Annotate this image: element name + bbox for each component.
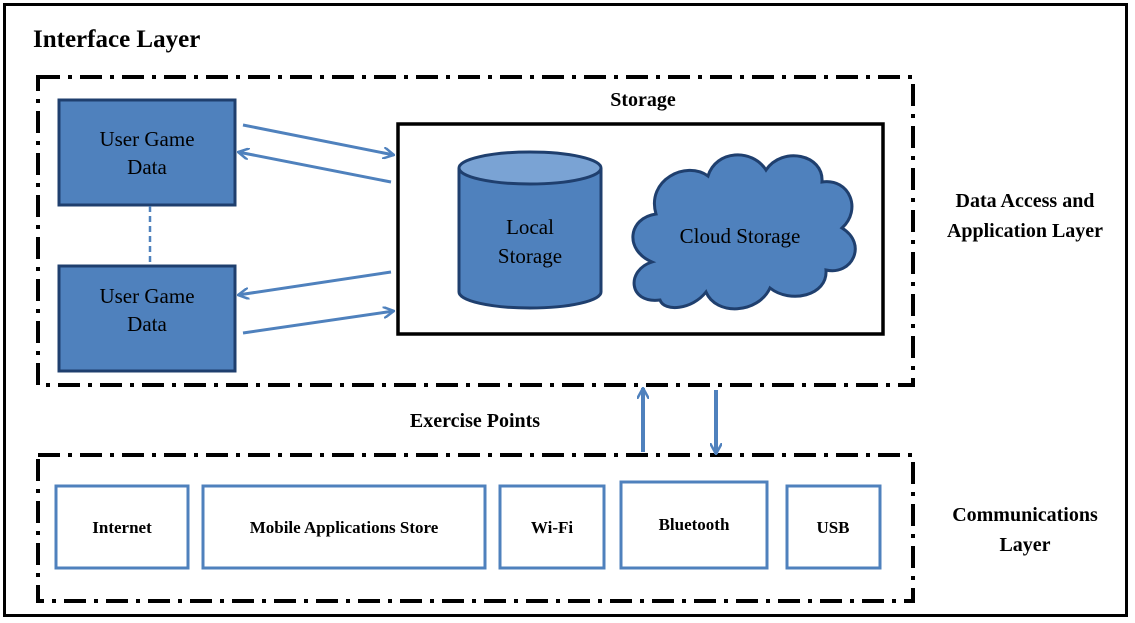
- communications-layer-boundary: [36, 453, 915, 603]
- storage-label: Storage: [610, 89, 676, 111]
- user-game-data-box-2-line1: User Game: [99, 284, 194, 308]
- user-game-data-box-2: [57, 264, 237, 373]
- comm-item-usb: [785, 484, 882, 570]
- comm-item-bluetooth: [619, 480, 769, 570]
- comm-item-wifi: [498, 484, 606, 570]
- interface-layer-title: Interface Layer: [33, 26, 201, 53]
- arrow-user1-to-storage: [242, 123, 394, 155]
- data-access-layer-boundary: [36, 75, 915, 387]
- comm-item-internet-label: Internet: [92, 518, 152, 537]
- arrow-storage-to-user1: [238, 152, 392, 184]
- user-game-data-box-1-line2: Data: [127, 155, 167, 179]
- cloud-storage-label: Cloud Storage: [680, 224, 801, 248]
- comm-item-mobile-store: [201, 484, 487, 570]
- comm-item-mobile-store-label: Mobile Applications Store: [250, 518, 439, 537]
- exercise-points-label: Exercise Points: [410, 410, 540, 432]
- comm-item-wifi-label: Wi-Fi: [531, 518, 573, 537]
- user-game-data-box-2-line2: Data: [127, 312, 167, 336]
- interface-layer-frame: [3, 3, 1128, 617]
- user-game-data-box-1: [57, 98, 237, 207]
- comm-item-bluetooth-label: Bluetooth: [659, 515, 730, 534]
- cloud-storage-cloud: [631, 153, 857, 311]
- data-access-layer-label: Data Access and Application Layer: [946, 190, 1104, 242]
- user-game-data-box-1-line1: User Game: [99, 127, 194, 151]
- communications-layer-label: Communications Layer: [952, 504, 1098, 556]
- comm-item-usb-label: USB: [816, 518, 849, 537]
- arrow-user2-to-storage: [242, 311, 394, 335]
- local-storage-label-line1: Local: [506, 215, 554, 239]
- local-storage-cylinder: [457, 150, 603, 310]
- comm-item-internet: [54, 484, 190, 570]
- arrow-storage-to-user2: [238, 270, 392, 295]
- local-storage-label-line2: Storage: [498, 244, 562, 268]
